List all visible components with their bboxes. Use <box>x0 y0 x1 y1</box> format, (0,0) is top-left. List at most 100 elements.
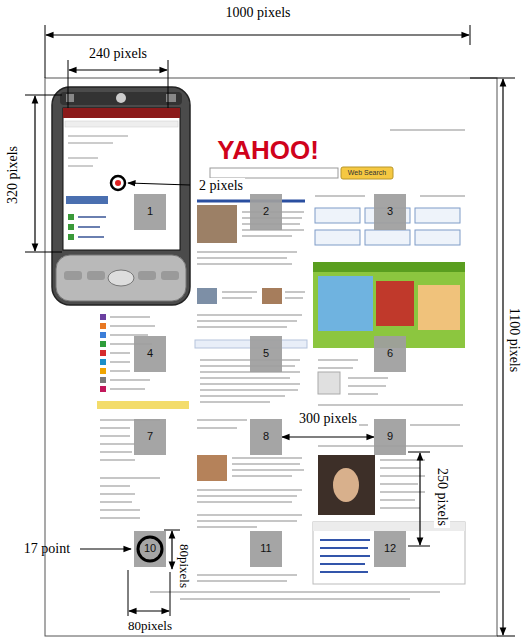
ring-marker <box>138 537 162 561</box>
dimension-line <box>34 96 35 251</box>
extension-line <box>408 452 430 453</box>
pda-top <box>60 92 182 105</box>
games-header <box>313 262 465 272</box>
mail-button <box>415 230 460 245</box>
dimension-label: 2 pixels <box>197 178 245 194</box>
callout-number: 10 <box>144 542 156 555</box>
thumbnail <box>262 288 282 304</box>
leader-line <box>128 183 190 185</box>
game-picture <box>376 281 414 326</box>
dimension-label: 80pixels <box>128 619 172 634</box>
leader-line <box>80 548 131 549</box>
dimension-label: 250 pixels <box>434 466 450 528</box>
pda-link-lines <box>78 217 106 237</box>
region-box: 1 <box>134 194 166 230</box>
region-box: 8 <box>250 419 282 455</box>
region-box: 10 <box>134 531 166 567</box>
pda-text-lines <box>68 136 128 166</box>
page-frame <box>45 78 497 636</box>
pda-address-bar <box>65 121 178 127</box>
dimension-label: 240 pixels <box>89 46 147 62</box>
extension-line <box>470 78 515 79</box>
region-box: 5 <box>250 336 282 372</box>
callout-number: 2 <box>263 205 269 218</box>
pda-button <box>138 271 156 280</box>
callout-number: 1 <box>147 205 153 218</box>
pda-icon <box>68 224 74 230</box>
dimension-line <box>129 610 169 611</box>
region-box: 11 <box>250 531 282 567</box>
pda-button <box>64 271 82 280</box>
extension-line <box>45 25 46 78</box>
game-picture <box>318 276 373 331</box>
extension-line <box>408 546 430 547</box>
nav-icon <box>100 341 106 347</box>
nav-icon <box>100 350 106 356</box>
dimension-label: Web Search <box>348 169 386 177</box>
callout-number: 12 <box>384 542 396 555</box>
services-bar <box>97 401 189 409</box>
callout-number: 9 <box>387 430 393 443</box>
dimension-arrow <box>282 436 374 437</box>
search-links <box>320 540 370 572</box>
dimension-line <box>171 531 172 569</box>
dimension-label: 320 pixels <box>5 146 21 204</box>
extension-line <box>497 636 515 637</box>
game-picture <box>418 285 460 330</box>
movie-face <box>333 468 359 502</box>
pda-button <box>87 271 105 280</box>
top-searches-box <box>313 522 465 584</box>
dimension-label: 80pixels <box>177 544 192 588</box>
extension-line <box>25 95 62 96</box>
thumbnail <box>197 288 217 304</box>
callout-number: 6 <box>387 347 393 360</box>
dimension-line <box>69 69 167 70</box>
callout-number: 7 <box>147 430 153 443</box>
search-input <box>210 168 338 178</box>
callout-number: 8 <box>263 430 269 443</box>
extension-line <box>128 570 129 616</box>
pda-tab <box>66 196 108 204</box>
dimension-line <box>46 34 469 35</box>
dimension-label: 17 point <box>24 541 70 557</box>
extension-line <box>170 572 171 616</box>
nav-icon <box>100 377 106 383</box>
callout-number: 11 <box>260 542 271 555</box>
region-box: 12 <box>374 531 406 567</box>
region-box: 9 <box>374 419 406 455</box>
dimension-label: 1100 pixels <box>506 308 522 372</box>
dimension-label: 1000 pixels <box>226 5 291 21</box>
movie-picture <box>318 455 375 515</box>
pda-logo <box>116 93 126 103</box>
callout-number: 3 <box>387 205 393 218</box>
extension-line <box>168 60 169 108</box>
dimension-label: 300 pixels <box>297 411 359 427</box>
nav-icon <box>100 386 106 392</box>
region-box: 4 <box>134 336 166 372</box>
extension-line <box>164 530 180 531</box>
nav-icon <box>100 314 106 320</box>
search-button <box>341 167 393 179</box>
region-box: 6 <box>374 336 406 372</box>
mail-button <box>315 208 360 223</box>
focus-dot <box>115 180 121 186</box>
region-box: 2 <box>250 194 282 230</box>
pda-icon <box>68 234 74 240</box>
region-box: 7 <box>134 419 166 455</box>
nav-icon <box>100 368 106 374</box>
dimension-line <box>419 453 420 545</box>
pda-button <box>66 94 74 102</box>
callout-number: 5 <box>263 347 269 360</box>
nav-icon <box>100 359 106 365</box>
extension-line <box>68 60 69 108</box>
mail-button <box>365 230 410 245</box>
dimension-line <box>502 79 503 635</box>
extension-line <box>470 25 471 45</box>
logo-text: YAHOO! <box>217 136 319 166</box>
mail-button <box>415 208 460 223</box>
pda-icon <box>68 214 74 220</box>
pda-button <box>161 271 179 280</box>
pda-title-bar <box>63 108 180 118</box>
